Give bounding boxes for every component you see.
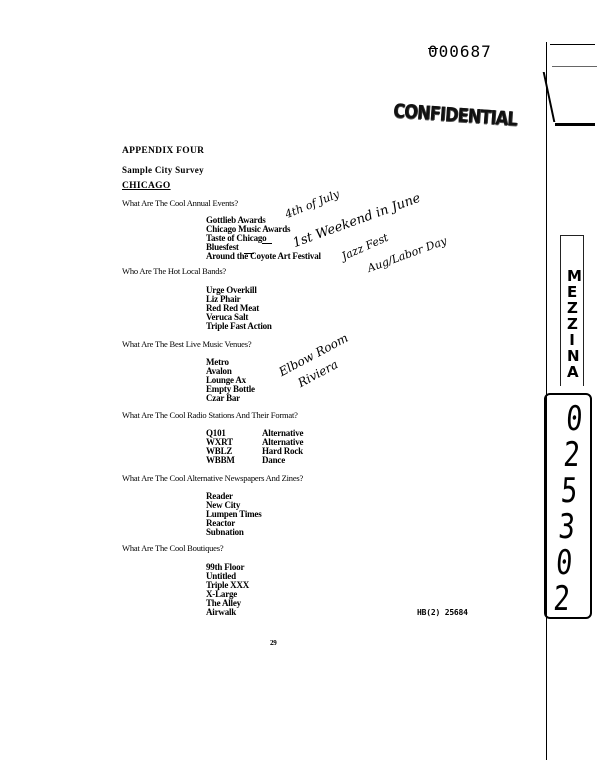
list-item: Untitled: [206, 571, 236, 581]
list-item: WXRT: [206, 437, 233, 447]
list-item: Veruca Salt: [206, 312, 249, 322]
format-list: Alternative Alternative Hard Rock Dance: [262, 429, 303, 465]
list-item: Czar Bar: [206, 393, 240, 403]
question: What Are The Best Live Music Venues?: [122, 339, 252, 349]
question: What Are The Cool Annual Events?: [122, 198, 238, 208]
mezzina-tab: MEZZINA: [560, 235, 584, 386]
hb-number: HB(2) 25684: [417, 608, 468, 617]
appendix-title: APPENDIX FOUR: [122, 146, 205, 156]
tab-bracket-bottom: [555, 123, 595, 126]
list-item: Gottlieb Awards: [206, 215, 266, 225]
list-item: Dance: [262, 455, 285, 465]
bates-dash: [428, 48, 438, 49]
answer-list: Gottlieb Awards Chicago Music Awards Tas…: [206, 216, 321, 261]
handwritten-dash: [244, 253, 254, 254]
list-item: Lounge Ax: [206, 375, 246, 385]
answer-list: Urge Overkill Liz Phair Red Red Meat Ver…: [206, 286, 272, 331]
tab-line: [552, 66, 597, 67]
page-number: 29: [270, 639, 277, 647]
list-item: Taste of Chicago: [206, 233, 267, 243]
station-list: Q101 WXRT WBLZ WBBM: [206, 429, 235, 465]
city-heading: CHICAGO: [122, 181, 171, 191]
list-item: Alternative: [262, 428, 304, 438]
list-item: Q101: [206, 428, 226, 438]
list-item: WBBM: [206, 455, 235, 465]
answer-list: Metro Avalon Lounge Ax Empty Bottle Czar…: [206, 358, 255, 403]
list-item: WBLZ: [206, 446, 233, 456]
list-item: 99th Floor: [206, 562, 245, 572]
mezzina-label: MEZZINA: [567, 267, 582, 381]
list-item: Triple Fast Action: [206, 321, 272, 331]
tab-top-line: [550, 44, 595, 45]
list-item: Metro: [206, 357, 229, 367]
list-item: Bluesfest: [206, 242, 239, 252]
question: What Are The Cool Boutiques?: [122, 543, 224, 553]
list-item: New City: [206, 500, 241, 510]
list-item: Lumpen Times: [206, 509, 262, 519]
page-edge-line: [546, 42, 547, 760]
list-item: The Alley: [206, 598, 241, 608]
list-item: Urge Overkill: [206, 285, 257, 295]
list-item: Hard Rock: [262, 446, 303, 456]
list-item: Avalon: [206, 366, 232, 376]
list-item: Triple XXX: [206, 580, 250, 590]
list-item: Red Red Meat: [206, 303, 260, 313]
list-item: Around the Coyote Art Festival: [206, 251, 321, 261]
question: What Are The Cool Alternative Newspapers…: [122, 473, 304, 483]
list-item: Alternative: [262, 437, 304, 447]
handwritten-dash: [262, 243, 272, 244]
answer-list: Reader New City Lumpen Times Reactor Sub…: [206, 492, 262, 537]
confidential-stamp: CONFIDENTIAL: [392, 100, 518, 131]
list-item: Reader: [206, 491, 233, 501]
question: Who Are The Hot Local Bands?: [122, 266, 227, 276]
list-item: Reactor: [206, 518, 236, 528]
list-item: Subnation: [206, 527, 244, 537]
list-item: X-Large: [206, 589, 238, 599]
bates-number: 000687: [428, 42, 492, 61]
tab-number-box: 025302: [544, 393, 592, 619]
list-item: Airwalk: [206, 607, 237, 617]
tab-number: 025302: [552, 399, 584, 619]
list-item: Empty Bottle: [206, 384, 255, 394]
question: What Are The Cool Radio Stations And The…: [122, 410, 298, 420]
subtitle: Sample City Survey: [122, 165, 204, 175]
answer-list: 99th Floor Untitled Triple XXX X-Large T…: [206, 563, 249, 617]
tab-bracket: [542, 72, 556, 122]
list-item: Chicago Music Awards: [206, 224, 291, 234]
list-item: Liz Phair: [206, 294, 241, 304]
